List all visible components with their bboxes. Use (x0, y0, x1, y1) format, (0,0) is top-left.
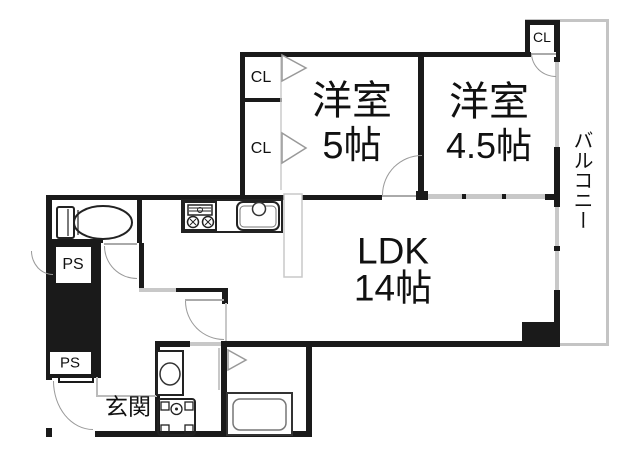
balcony-rail-top (525, 19, 609, 22)
wall-toilet-bottom (46, 239, 103, 243)
shaft-block (46, 287, 95, 348)
wall-washroom-bathroom (221, 341, 227, 437)
bedroom45-size: 4.5帖 (445, 125, 533, 166)
wall-east-lower (554, 290, 560, 342)
wall-node (416, 191, 428, 200)
toilet-icon (56, 205, 133, 240)
balcony-label: バルコニー (570, 130, 592, 230)
closet-label-1: CL (250, 69, 272, 86)
wall-cl3-top (525, 20, 560, 25)
pipe-space-label-1: PS (62, 256, 84, 273)
wall-cl3-left (525, 20, 530, 57)
balcony-rail-right (606, 19, 609, 346)
wall-bathroom-top (221, 341, 310, 347)
wall-east-mid (554, 147, 560, 207)
ldk-door-leaf (185, 299, 224, 301)
wall-cl-column-left (240, 57, 245, 195)
wall-corridor-light (139, 288, 176, 292)
washbasin-icon (156, 350, 184, 396)
wall-hall-ldk (139, 243, 144, 291)
slider-tick-1 (462, 194, 466, 199)
kitchen-counter-return (283, 193, 303, 278)
window-bedroom45 (555, 62, 559, 147)
wall-bathroom-right (306, 341, 312, 437)
wall-hall-left (95, 243, 101, 378)
wall-between-bedrooms (418, 57, 424, 195)
washing-machine-icon (157, 398, 196, 436)
bedroom5-door-line (382, 195, 420, 197)
wall-corner-45 (545, 194, 560, 200)
pillar-southeast (522, 322, 560, 346)
ldk-name: LDK (357, 230, 429, 272)
wall-east-upper (554, 20, 560, 62)
wall-bottom (95, 431, 312, 437)
entrance-door-leaf (58, 376, 94, 383)
wall-corridor (176, 288, 227, 292)
washroom-door (190, 342, 221, 346)
bedroom5-size: 5帖 (322, 125, 382, 167)
entrance-step-line (96, 395, 157, 397)
kitchen-stove-icon (183, 201, 217, 231)
kitchen-sink-icon (236, 201, 280, 231)
pipe-space-label-2: PS (59, 354, 81, 372)
entrance-step-side (96, 377, 98, 397)
bedroom5-name: 洋室 (312, 79, 392, 123)
pipe-space-1-box (52, 243, 95, 287)
bathroom-door-line (218, 348, 220, 390)
closet-door-icon (281, 53, 308, 83)
toilet-door-leaf (104, 243, 137, 245)
wall-washroom-top (155, 341, 190, 347)
bedroom45-sliding-partition (428, 194, 545, 199)
slider-tick-2 (502, 194, 506, 199)
wall-west-lower (46, 428, 52, 437)
bathtub-icon (226, 392, 293, 436)
closet-door-icon (281, 131, 308, 165)
balcony-rail-bottom (558, 343, 609, 346)
ldk-doorway-line (225, 303, 227, 341)
wall-toilet-right (137, 200, 142, 243)
wall-top-main (240, 52, 560, 57)
closet-label-3: CL (533, 29, 551, 45)
bathroom-folding-door-icon (227, 348, 248, 372)
wall-corridor-stub (222, 288, 228, 304)
window-mullion (554, 246, 560, 251)
wall-ldk-top (46, 195, 382, 200)
wall-ldk-bottom (306, 341, 560, 347)
closet-label-2: CL (250, 140, 272, 157)
entrance-label: 玄関 (105, 393, 151, 420)
ldk-size: 14帖 (353, 267, 433, 309)
bedroom45-name: 洋室 (449, 80, 529, 124)
wall-cl-divider (243, 98, 282, 102)
